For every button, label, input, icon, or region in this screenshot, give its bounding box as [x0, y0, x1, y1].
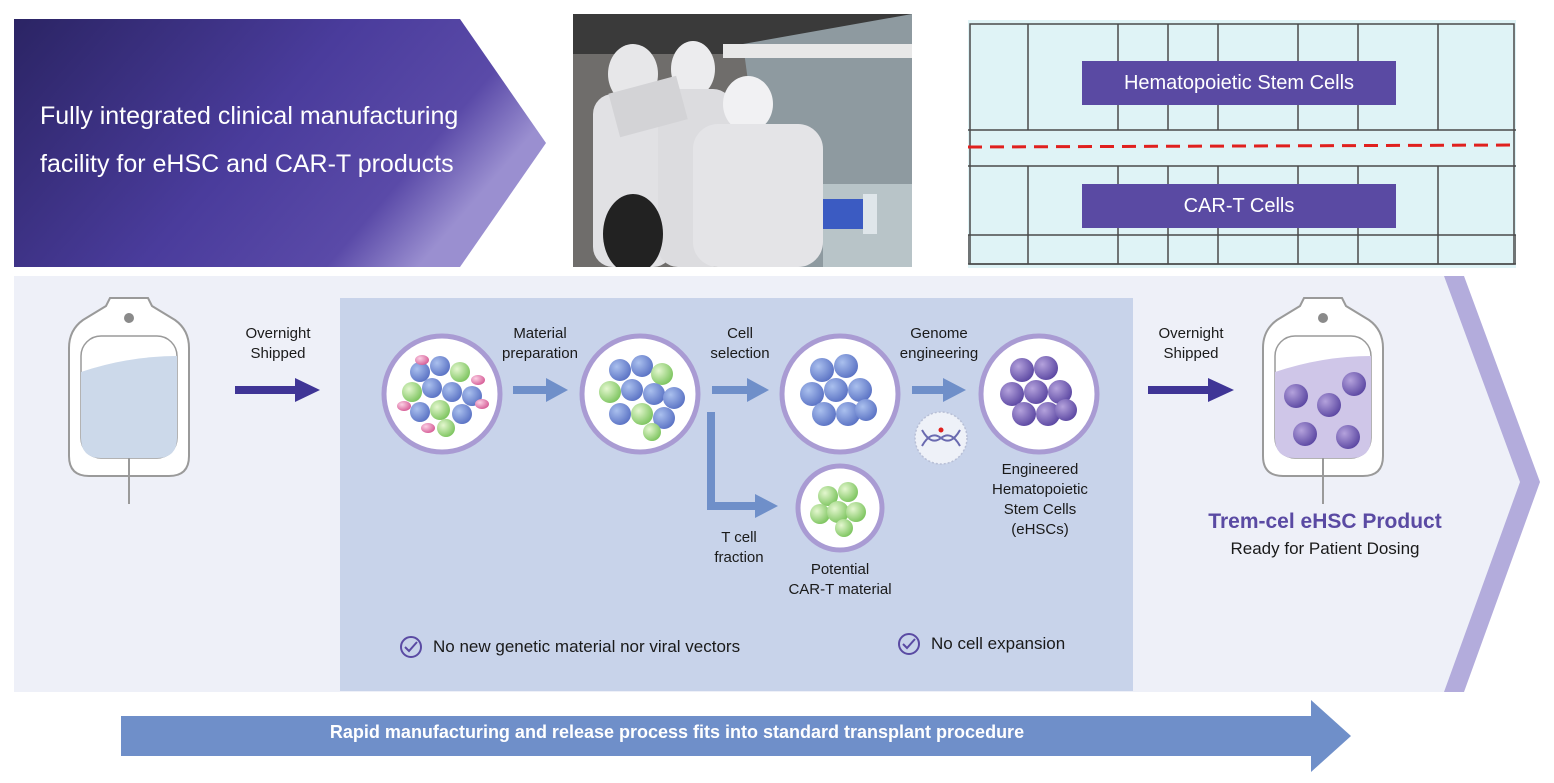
label-cell-selection: Cell selection	[690, 324, 790, 364]
label-genome-engineering: Genome engineering	[889, 324, 989, 364]
dna-icon	[914, 411, 968, 465]
title-banner	[14, 19, 546, 267]
label-cell-selection-1: Cell	[727, 325, 753, 342]
footer-text: Rapid manufacturing and release process …	[329, 722, 1025, 742]
cells-prepared-circle	[579, 333, 701, 455]
facility-floorplan: Hematopoietic Stem Cells CAR-T Cells	[968, 20, 1516, 268]
cells-mixed-circle	[381, 333, 503, 455]
label-genome-engineering-2: engineering	[899, 345, 979, 362]
product-title: Trem-cel eHSC Product	[1208, 510, 1442, 533]
arrow-material-prep	[513, 378, 568, 402]
banner-title: Fully integrated clinical manufacturing …	[40, 92, 520, 188]
label-ship-in: Overnight Shipped	[228, 324, 328, 364]
label-cart-material-2: CAR-T material	[788, 581, 892, 598]
label-ehsc: Engineered Hematopoietic Stem Cells (eHS…	[974, 460, 1106, 540]
label-ship-out: Overnight Shipped	[1141, 324, 1241, 364]
label-cart-material: Potential CAR-T material	[770, 560, 910, 600]
label-tcell-fraction: T cell fraction	[689, 528, 789, 568]
check-circle-icon	[400, 636, 422, 658]
label-material-prep-1: Material	[513, 325, 567, 342]
ship-in-arrow	[235, 378, 320, 402]
check-circle-icon	[898, 633, 920, 655]
check-no-cell-expansion: No cell expansion	[931, 634, 1066, 653]
input-blood-bag	[68, 297, 190, 504]
label-ehsc-2: Hematopoietic	[992, 481, 1088, 498]
floorplan-label-hsc: Hematopoietic Stem Cells	[1082, 61, 1396, 105]
floorplan-label-cart: CAR-T Cells	[1082, 184, 1396, 228]
label-ship-in-1: Overnight	[245, 325, 311, 342]
label-ship-out-1: Overnight	[1158, 325, 1224, 342]
arrow-cell-selection	[712, 378, 769, 402]
label-ehsc-4: (eHSCs)	[1011, 521, 1069, 538]
arrow-tcell-fraction	[707, 412, 778, 518]
cells-tcell-circle	[795, 463, 885, 553]
label-ehsc-3: Stem Cells	[1003, 501, 1077, 518]
check-no-genetic-material: No new genetic material nor viral vector…	[433, 637, 741, 656]
label-material-prep: Material preparation	[490, 324, 590, 364]
label-ehsc-1: Engineered	[1001, 461, 1079, 478]
output-product-bag	[1262, 297, 1384, 504]
label-tcell-fraction-1: T cell	[721, 529, 757, 546]
footer-arrow	[121, 700, 1351, 772]
product-subtitle: Ready for Patient Dosing	[1230, 539, 1420, 558]
arrow-genome-engineering	[912, 378, 966, 402]
label-cart-material-1: Potential	[810, 561, 870, 578]
label-genome-engineering-1: Genome	[910, 325, 968, 342]
label-ship-out-2: Shipped	[1163, 345, 1219, 362]
label-material-prep-2: preparation	[502, 345, 578, 362]
cells-selected-circle	[779, 333, 901, 455]
label-tcell-fraction-2: fraction	[714, 549, 764, 566]
ship-out-arrow	[1148, 378, 1234, 402]
banner-line-2: facility for eHSC and CAR-T products	[40, 150, 454, 178]
cells-engineered-circle	[978, 333, 1100, 455]
cleanroom-photo	[573, 14, 912, 267]
label-cell-selection-2: selection	[710, 345, 770, 362]
banner-line-1: Fully integrated clinical manufacturing	[40, 102, 459, 130]
label-ship-in-2: Shipped	[250, 345, 306, 362]
